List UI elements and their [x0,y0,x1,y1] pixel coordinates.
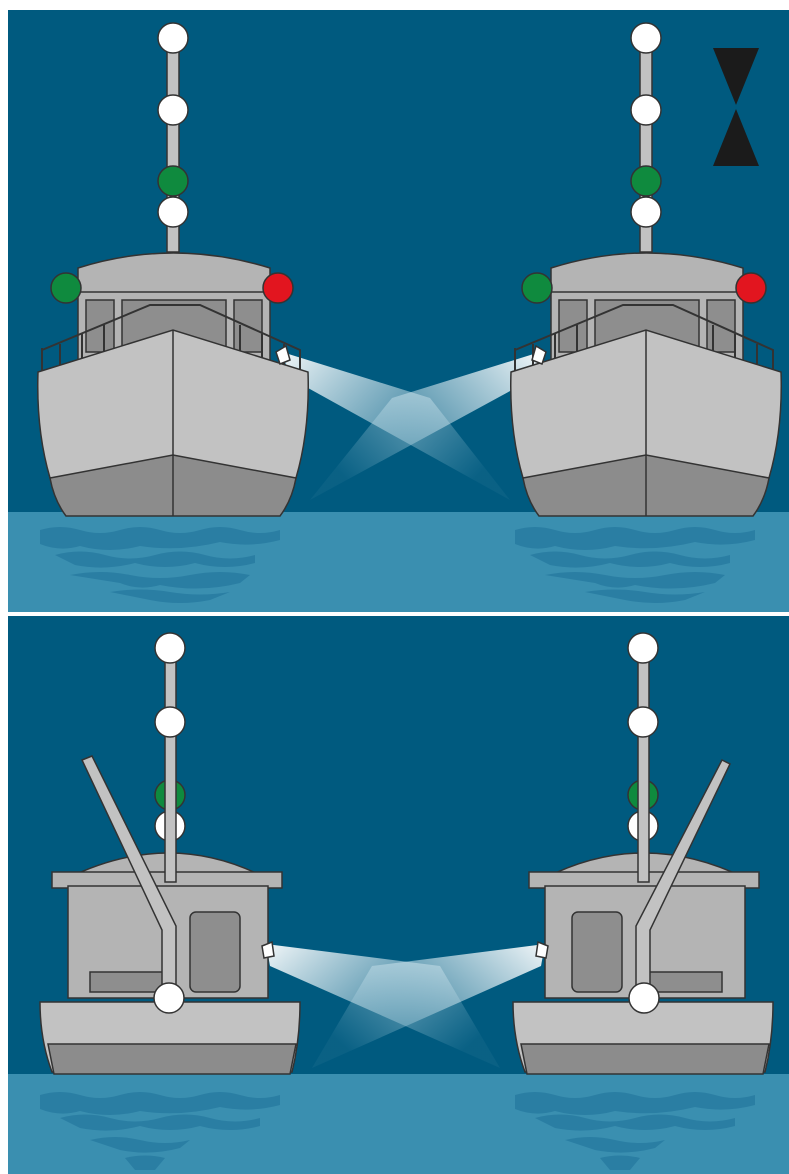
sidelight-green [51,273,81,303]
door [572,912,622,992]
masthead-light-white-1 [158,23,188,53]
masthead-light-white-2 [155,707,185,737]
masthead-light-white-3 [158,197,188,227]
panel-bow-view [8,10,789,612]
masthead-light-white-1 [631,23,661,53]
masthead-light-white-2 [628,707,658,737]
mast [638,650,649,882]
masthead-light-white-3 [631,197,661,227]
panel-stern-view [8,616,789,1174]
door [190,912,240,992]
masthead-light-green [158,166,188,196]
mast [165,650,176,882]
masthead-light-white-1 [628,633,658,663]
hull-bottom [521,1044,769,1074]
sternlight-white [154,983,184,1013]
masthead-light-white-1 [155,633,185,663]
panel-divider [8,612,789,616]
sidelight-red [263,273,293,303]
hull-bottom [48,1044,296,1074]
masthead-light-white-2 [631,95,661,125]
sternlight-white [629,983,659,1013]
sidelight-red [736,273,766,303]
masthead-light-white-2 [158,95,188,125]
sidelight-green [522,273,552,303]
masthead-light-green [631,166,661,196]
